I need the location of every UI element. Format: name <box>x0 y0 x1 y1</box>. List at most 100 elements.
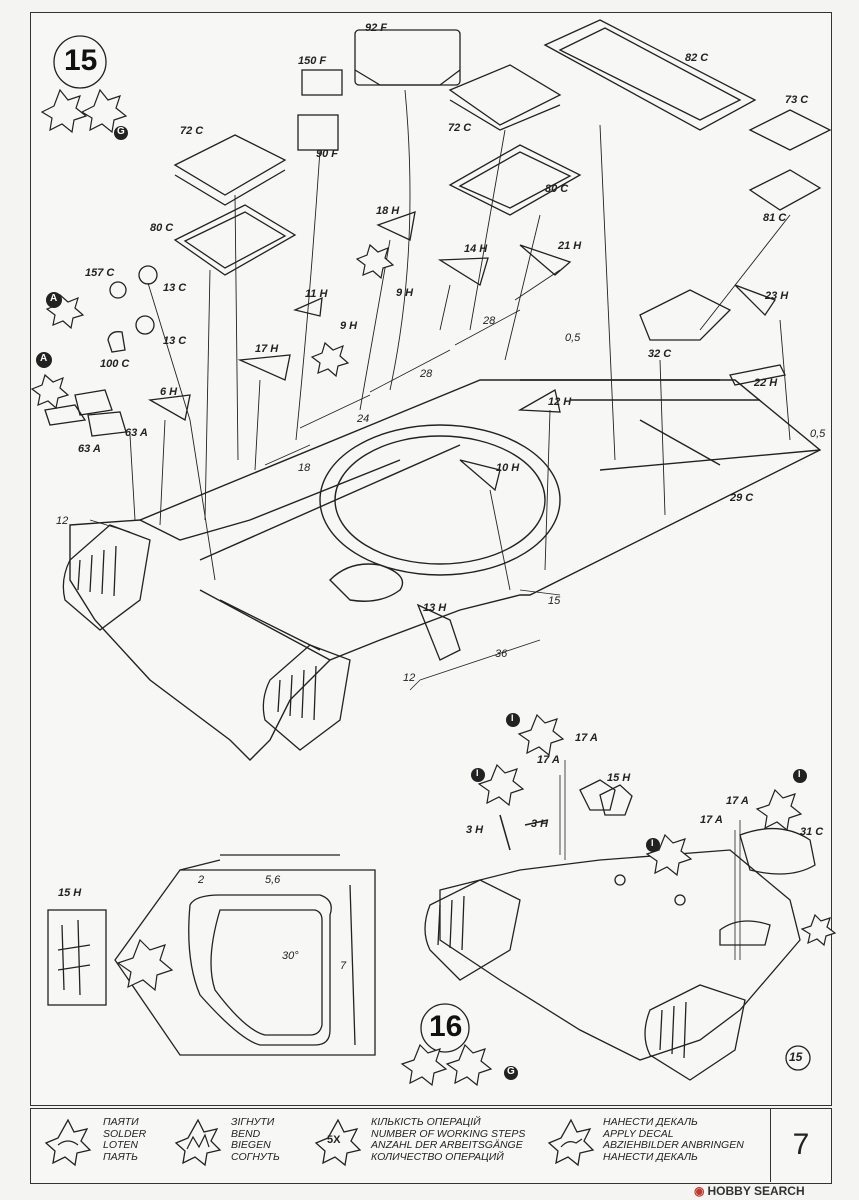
label-73c: 73 C <box>785 94 809 106</box>
label-157c: 157 C <box>85 267 115 279</box>
label-17a-2: 17 A <box>537 754 560 766</box>
legend-solder-text: ПАЯТИ SOLDER LOTEN ПАЯТЬ <box>103 1116 147 1163</box>
step-number-16: 16 <box>429 1010 463 1043</box>
label-63a-left: 63 A <box>78 443 101 455</box>
marker-i4-label: I <box>651 838 654 848</box>
legend-bend-text: ЗІГНУТИ BEND BIEGEN СОГНУТЬ <box>231 1116 280 1163</box>
part-18h <box>376 211 416 241</box>
dim-18: 18 <box>298 462 311 474</box>
label-17a-4: 17 A <box>700 814 723 826</box>
label-13c-b: 13 C <box>163 335 187 347</box>
legend-decal-de: ABZIEHBILDER ANBRINGEN <box>603 1139 744 1151</box>
legend-steps-icon-label: 5X <box>327 1134 341 1146</box>
marker-i4 <box>646 838 660 852</box>
dim-2: 2 <box>198 874 205 886</box>
part-80c-right <box>448 144 582 216</box>
label-23h: 23 H <box>765 290 789 302</box>
dim-12-b: 12 <box>403 672 416 684</box>
marker-i3 <box>793 769 807 783</box>
step-number-15: 15 <box>64 44 98 77</box>
dim-30-deg: 30° <box>282 950 299 962</box>
marker-g2 <box>504 1066 518 1080</box>
part-12h <box>517 389 561 413</box>
decal-icon-a1 <box>45 293 85 330</box>
part-81c <box>748 169 822 211</box>
legend-solder-icon <box>44 1118 92 1167</box>
label-3h-b: 3 H <box>531 818 549 830</box>
hull-main <box>69 379 822 761</box>
label-90f: 90 F <box>316 148 339 160</box>
label-12h: 12 H <box>548 396 572 408</box>
legend-decal-ru: НАНЕСТИ ДЕКАЛЬ <box>603 1150 698 1163</box>
g-badge-2: G <box>507 1066 515 1077</box>
dim-15: 15 <box>548 595 561 607</box>
part-6h <box>147 394 191 422</box>
dim-36: 36 <box>495 648 508 660</box>
label-9h-a: 9 H <box>396 287 414 299</box>
marker-a1-label: A <box>50 293 58 304</box>
part-73c <box>748 109 832 151</box>
bend-icon-9h <box>310 341 350 378</box>
page-number: 7 <box>770 1108 831 1182</box>
label-17h: 17 H <box>255 343 279 355</box>
part-100c <box>107 331 126 353</box>
label-22h: 22 H <box>754 377 778 389</box>
label-10h: 10 H <box>496 462 520 474</box>
part-72c-right <box>448 64 562 126</box>
legend-decal-ua: НАНЕСТИ ДЕКАЛЬ <box>603 1116 698 1128</box>
part-32c <box>639 289 732 341</box>
legend-solder-en: SOLDER <box>103 1127 147 1140</box>
part-63a-left <box>44 404 87 426</box>
marker-i1 <box>506 713 520 727</box>
label-17a-3: 17 A <box>726 795 749 807</box>
legend-decal-icon <box>547 1118 595 1167</box>
part-10h <box>459 459 501 492</box>
step-16-circle <box>420 1003 470 1053</box>
watermark-logo-icon: ◉ <box>694 1184 705 1198</box>
label-80c-right: 80 C <box>545 183 569 195</box>
solder-icon <box>40 88 88 134</box>
label-6h: 6 H <box>160 386 178 398</box>
legend-steps-text: КІЛЬКІСТЬ ОПЕРАЦІЙ NUMBER OF WORKING STE… <box>371 1116 526 1163</box>
part-90f <box>297 114 339 151</box>
label-100c: 100 C <box>100 358 130 370</box>
part-72c-left <box>173 134 287 196</box>
legend-decal-en: APPLY DECAL <box>603 1127 674 1140</box>
bend-icon-detail <box>116 938 174 992</box>
decal-icon-a2 <box>30 373 70 410</box>
label-13h: 13 H <box>423 602 447 614</box>
watermark: ◉HOBBY SEARCH <box>694 1184 805 1198</box>
part-63a-right <box>87 411 127 437</box>
marker-g <box>114 126 128 140</box>
marker-a2-label: A <box>40 353 48 364</box>
label-80c-left: 80 C <box>150 222 174 234</box>
label-72c-right: 72 C <box>448 122 472 134</box>
part-15h-shape <box>188 894 332 1046</box>
legend-steps-en: NUMBER OF WORKING STEPS <box>371 1127 526 1140</box>
instruction-page-frame <box>30 12 832 1106</box>
label-31c: 31 C <box>800 826 824 838</box>
label-15h-detail: 15 H <box>58 887 82 899</box>
part-23h <box>734 284 776 317</box>
label-13c-a: 13 C <box>163 282 187 294</box>
legend-steps-de: ANZAHL DER ARBEITSGÄNGE <box>371 1139 523 1151</box>
detail-15h-box <box>47 909 107 1006</box>
legend-bend-icon <box>174 1118 222 1167</box>
decal-icon-17a-1 <box>517 713 565 757</box>
dim-0-5-a: 0,5 <box>565 332 581 344</box>
label-14h: 14 H <box>464 243 488 255</box>
step-ref-15: 15 <box>789 1050 803 1064</box>
dim-28-b: 28 <box>420 368 433 380</box>
dim-12-a: 12 <box>56 515 69 527</box>
dim-5-6: 5,6 <box>265 874 281 886</box>
legend-steps-ru: КОЛИЧЕСТВО ОПЕРАЦИЙ <box>371 1150 504 1163</box>
legend-bend-en: BEND <box>231 1127 261 1140</box>
g-badge: G <box>117 126 125 137</box>
label-3h-a: 3 H <box>466 824 484 836</box>
decal-icon-16 <box>445 1043 493 1087</box>
label-63a-right: 63 A <box>125 427 148 439</box>
label-32c: 32 C <box>648 348 672 360</box>
label-11h: 11 H <box>305 288 328 300</box>
dim-28-a: 28 <box>483 315 496 327</box>
